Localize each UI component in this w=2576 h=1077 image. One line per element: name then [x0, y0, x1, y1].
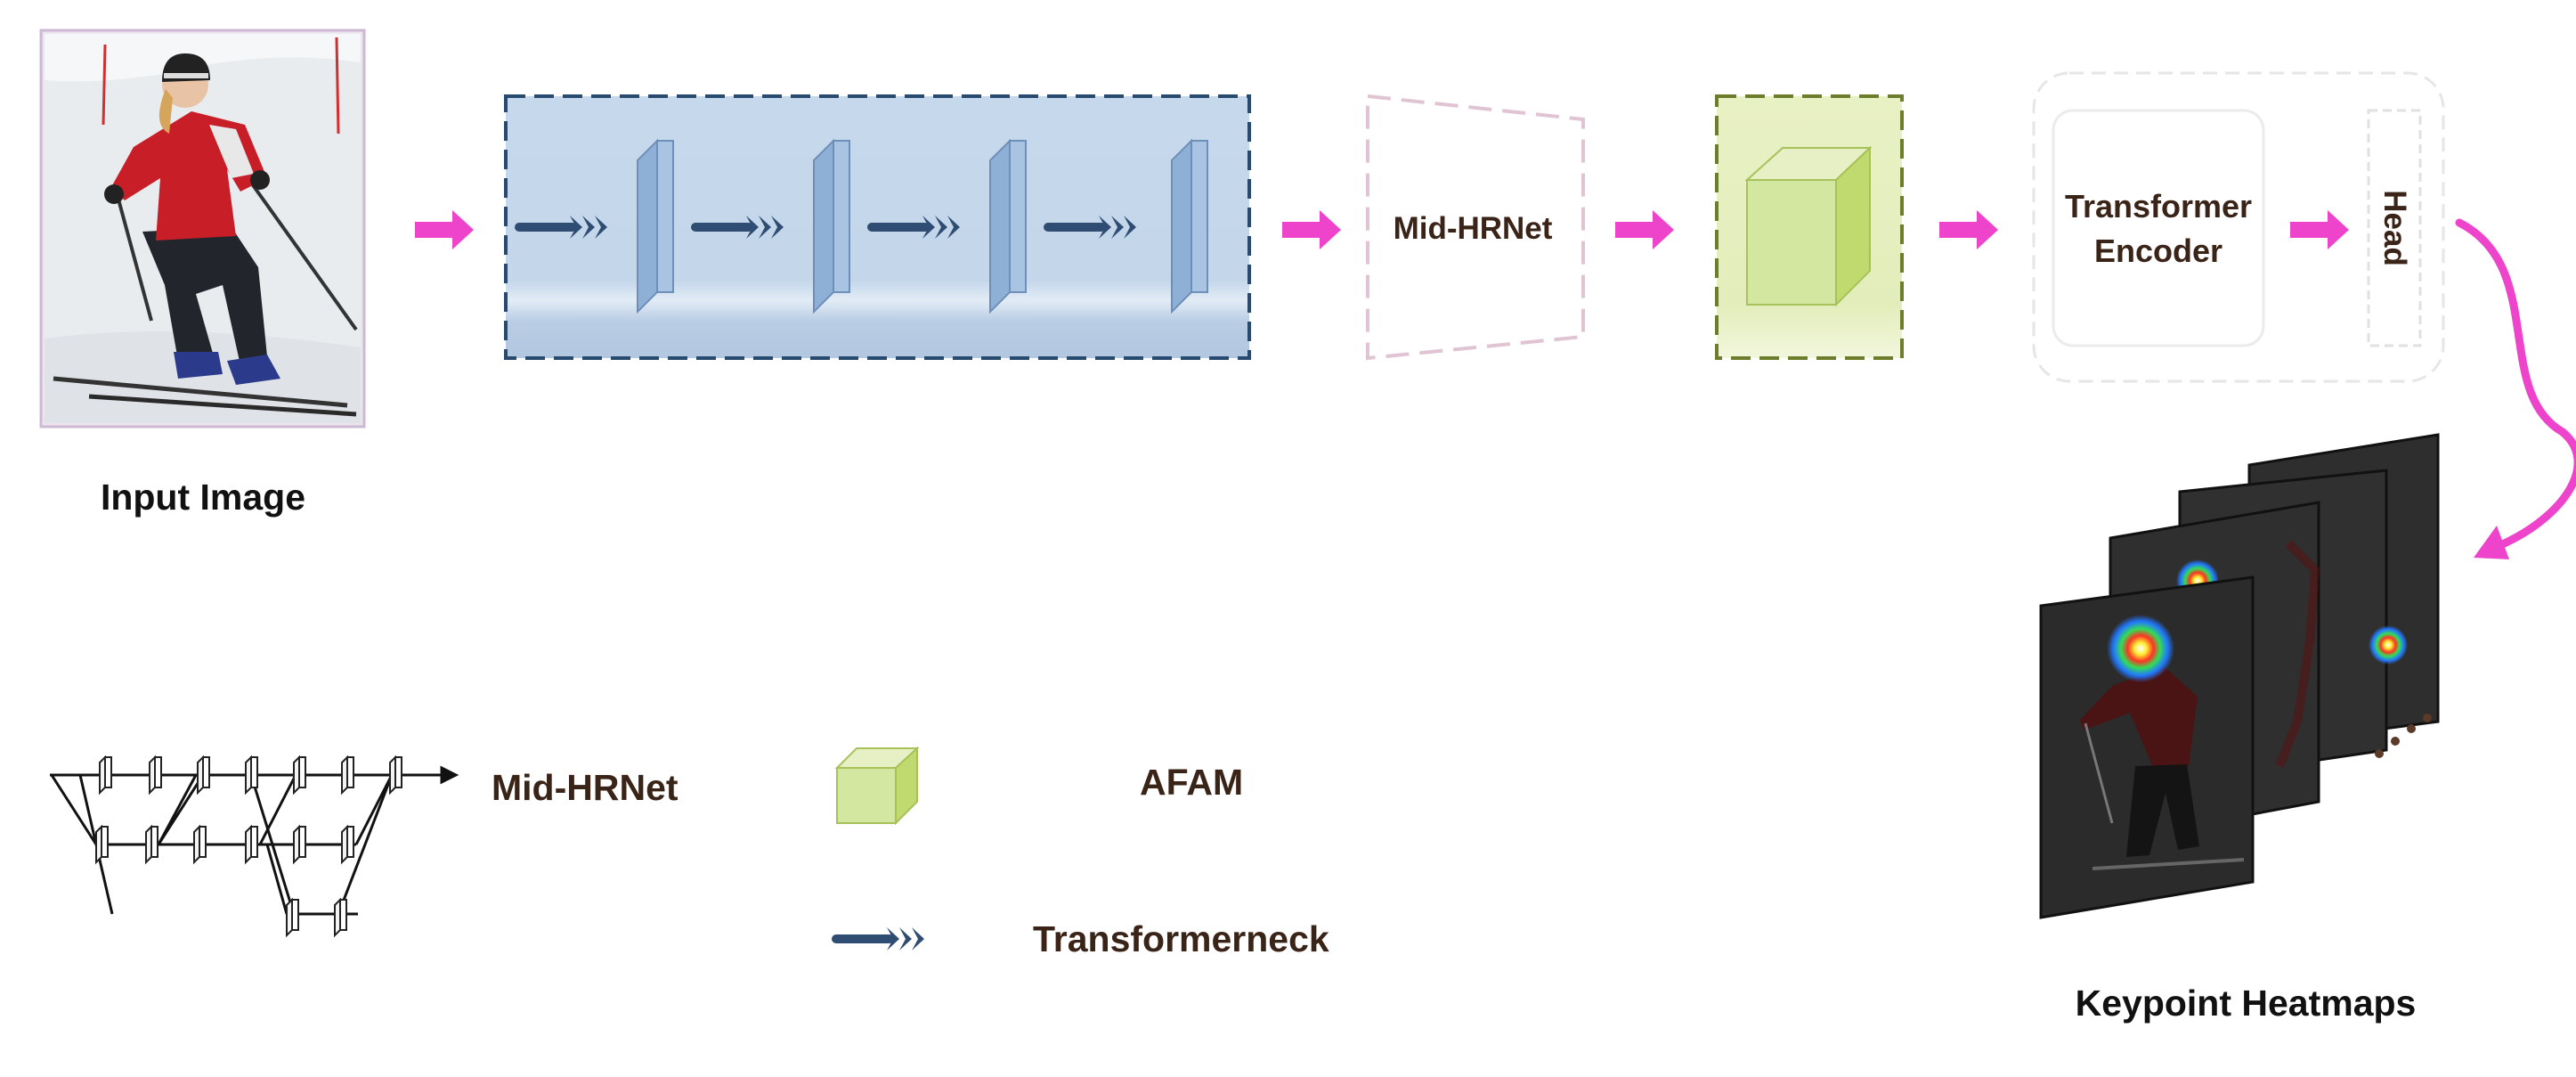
flow-arrow-icon — [1939, 210, 1998, 249]
feature-layers — [637, 138, 1208, 314]
flow-arrow-icon — [2290, 210, 2349, 249]
legend-afam-cube-icon — [834, 746, 920, 826]
keypoint-heatmaps — [2039, 433, 2440, 919]
curved-flow-arrow — [2455, 218, 2576, 559]
transformer-encoder-label-line1: Transformer — [2065, 188, 2252, 224]
keypoint-heatmaps-label: Keypoint Heatmaps — [2076, 983, 2417, 1024]
feature-layer-icon — [1171, 138, 1208, 314]
more-layers-dots-icon — [2375, 714, 2432, 758]
flow-arrow-icon — [1615, 210, 1674, 249]
heatmap-layer-front — [2039, 575, 2255, 919]
legend: Mid-HRNet AFAM Transformerneck — [50, 746, 1329, 959]
mid-hrnet-block: Mid-HRNet — [1366, 94, 1585, 361]
head-label: Head — [2377, 190, 2412, 266]
feature-layer-icon — [989, 138, 1027, 314]
backbone-block — [504, 94, 1251, 360]
multi-branch-network-icon — [50, 755, 459, 937]
legend-afam-label: AFAM — [1140, 762, 1243, 803]
transformer-head-block: Transformer Encoder Head — [2032, 71, 2445, 383]
flow-arrow-icon — [415, 210, 474, 249]
input-image-label: Input Image — [101, 477, 305, 518]
transformer-encoder-label-line2: Encoder — [2094, 233, 2223, 269]
green-cube-icon — [1744, 145, 1873, 307]
flow-arrow-icon — [1282, 210, 1341, 249]
arrowhead-icon — [2474, 526, 2509, 559]
mid-hrnet-label: Mid-HRNet — [1394, 211, 1553, 246]
feature-layer-icon — [813, 138, 850, 314]
legend-transformerneck-label: Transformerneck — [1033, 918, 1329, 959]
input-image — [39, 29, 366, 428]
legend-mid-hrnet-label: Mid-HRNet — [492, 767, 679, 808]
skier-photo — [45, 34, 361, 423]
feature-layer-icon — [637, 138, 674, 314]
legend-neck-arrow-icon — [832, 927, 924, 951]
afam-block — [1715, 94, 1904, 360]
